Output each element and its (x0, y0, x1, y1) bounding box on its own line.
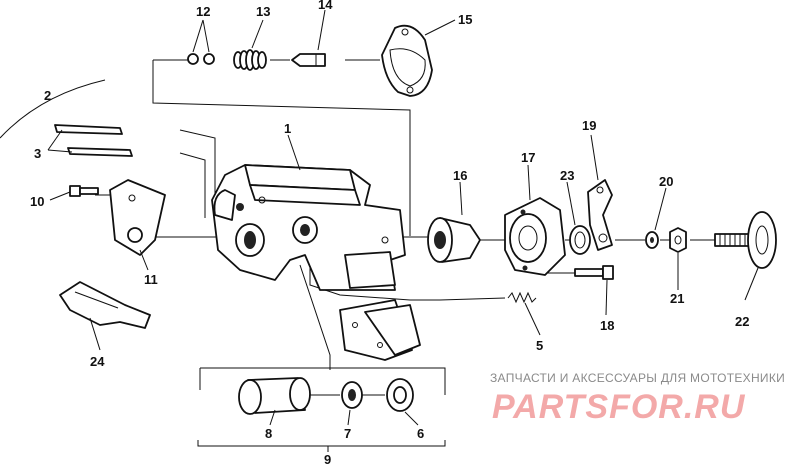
carburetor-body (211, 164, 406, 291)
throttle-lever (587, 179, 613, 251)
callout-6: 6 (417, 426, 424, 441)
gasket-plate (381, 24, 433, 97)
callout-10: 10 (30, 194, 44, 209)
callout-13: 13 (256, 4, 270, 19)
watermark-logo: PARTSFOR.RU (492, 388, 746, 426)
callout-7: 7 (344, 426, 351, 441)
callout-12: 12 (196, 4, 210, 19)
callout-1: 1 (284, 121, 291, 136)
small-spring (507, 291, 537, 304)
o-ring-pair (187, 53, 215, 65)
long-screw (574, 265, 614, 280)
callout-8: 8 (265, 426, 272, 441)
flat-washer (645, 231, 659, 249)
group-brace (197, 440, 446, 452)
watermark: ЗАПЧАСТИ И АКСЕССУАРЫ ДЛЯ МОТОТЕХНИКИ PA… (490, 371, 785, 426)
float-bracket (59, 281, 151, 329)
callout-22: 22 (735, 314, 749, 329)
float-assembly (339, 299, 421, 361)
callout-labels: 12 13 14 15 2 1 3 10 11 16 17 23 19 20 2… (30, 0, 749, 465)
bushing-large (386, 378, 414, 412)
callout-5: 5 (536, 338, 543, 353)
washer-ring (569, 225, 591, 255)
callout-9: 9 (324, 452, 331, 465)
callout-3: 3 (34, 146, 41, 161)
watermark-tagline: ЗАПЧАСТИ И АКСЕССУАРЫ ДЛЯ МОТОТЕХНИКИ (490, 371, 785, 385)
callout-16: 16 (453, 168, 467, 183)
callout-leaders (47, 9, 759, 426)
callout-24: 24 (90, 354, 105, 369)
callout-21: 21 (670, 291, 684, 306)
mounting-screw (69, 185, 99, 197)
callout-11: 11 (144, 272, 158, 287)
hex-nut (669, 227, 687, 253)
callout-14: 14 (318, 0, 333, 12)
throttle-cylinder (238, 377, 311, 415)
adjusting-screw (714, 211, 777, 269)
throttle-housing (504, 197, 566, 276)
callout-17: 17 (521, 150, 535, 165)
side-plate (109, 179, 166, 256)
callout-15: 15 (458, 12, 472, 27)
pin-set (0, 79, 133, 157)
bushing-small (341, 381, 363, 409)
callout-23: 23 (560, 168, 574, 183)
callout-2: 2 (44, 88, 51, 103)
callout-20: 20 (659, 174, 673, 189)
callout-18: 18 (600, 318, 614, 333)
needle-valve (291, 53, 326, 67)
callout-19: 19 (582, 118, 596, 133)
plunger-cap (427, 217, 481, 263)
spring (233, 49, 267, 71)
